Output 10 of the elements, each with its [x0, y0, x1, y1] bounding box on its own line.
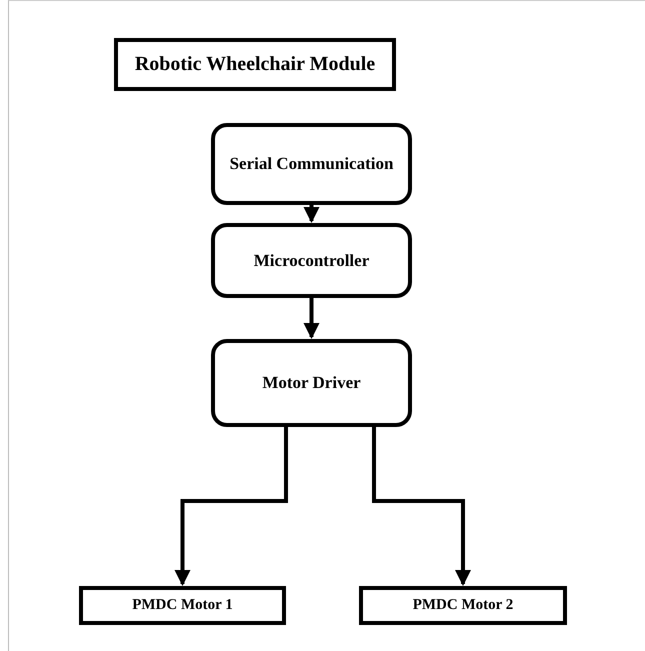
process-box: Motor Driver	[211, 339, 412, 427]
arrow	[372, 427, 471, 586]
process-box: Serial Communication	[211, 123, 412, 205]
output-box: PMDC Motor 2	[359, 586, 567, 625]
arrow	[304, 298, 320, 339]
output-box: PMDC Motor 1	[79, 586, 286, 625]
process-box: Microcontroller	[211, 223, 412, 298]
arrow	[304, 205, 320, 223]
title-box: Robotic Wheelchair Module	[114, 38, 396, 91]
arrow	[174, 427, 288, 586]
